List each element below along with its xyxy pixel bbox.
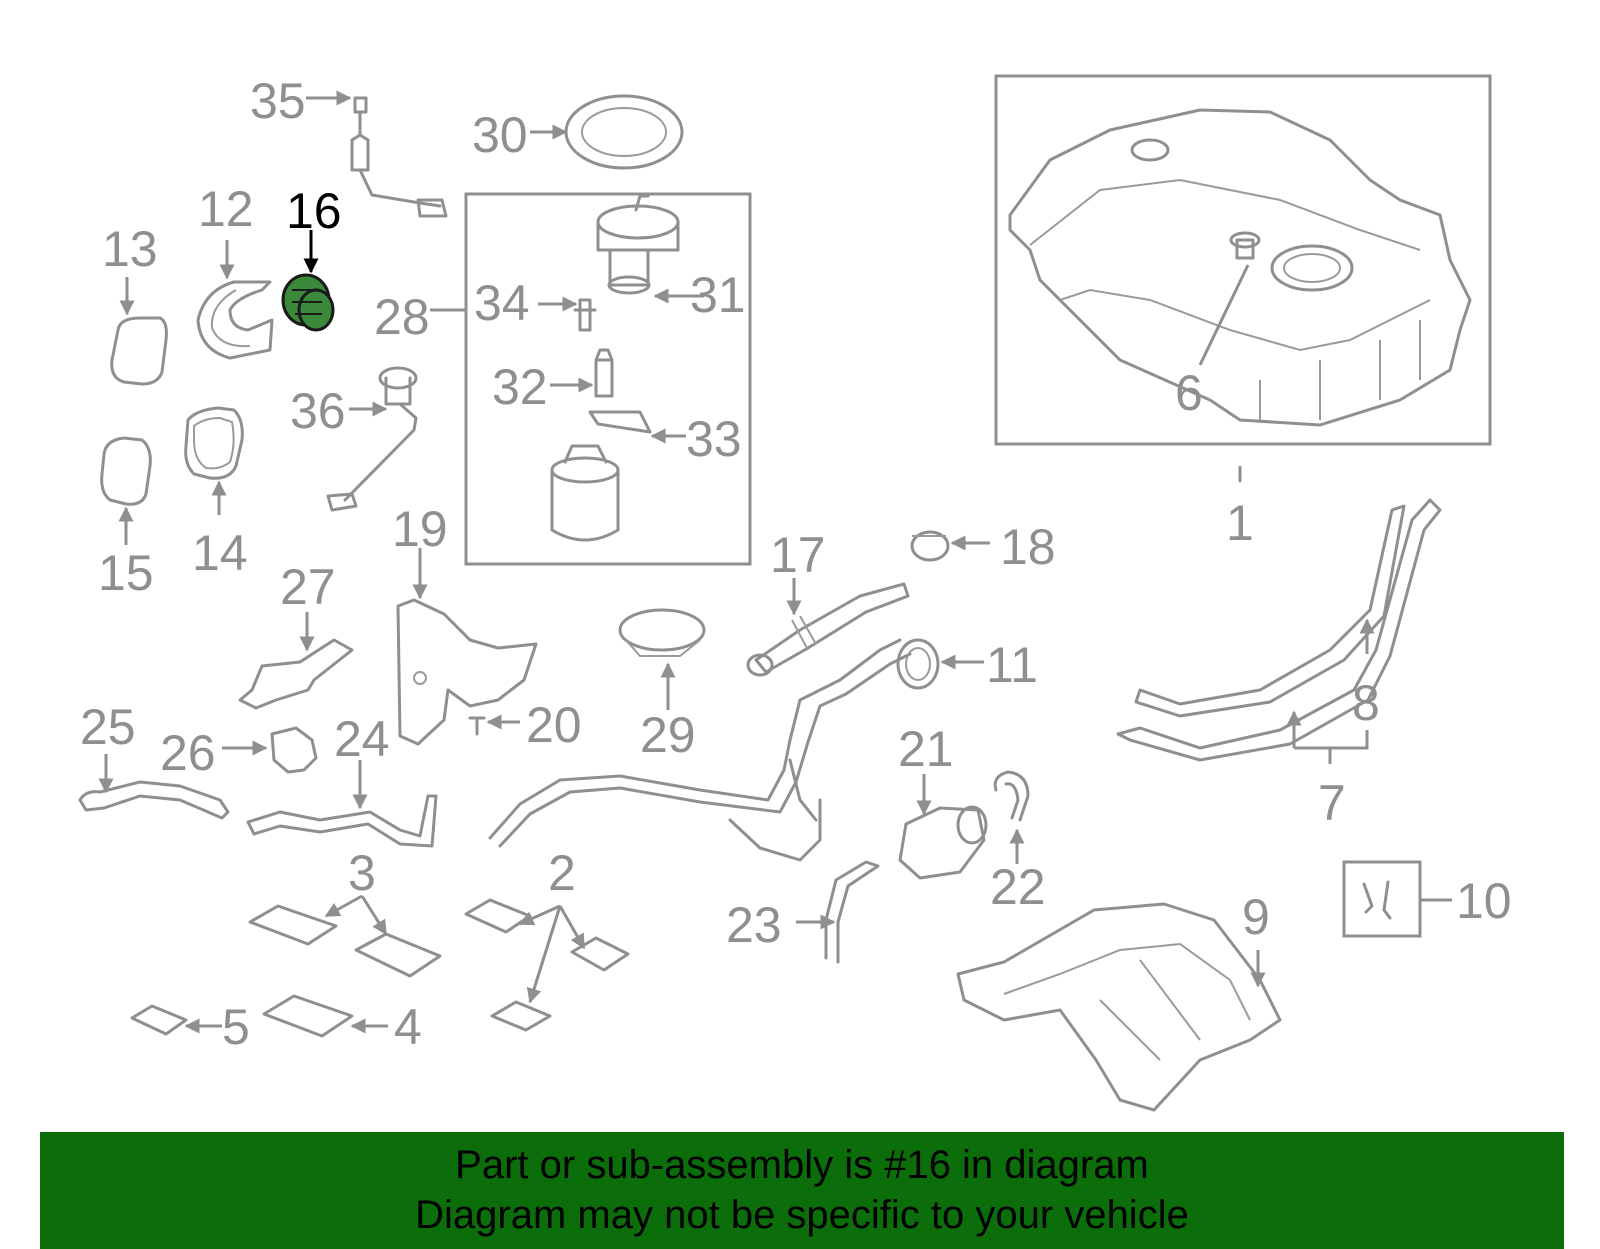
label-30: 30 <box>472 107 528 163</box>
label-12: 12 <box>198 181 254 237</box>
part-number-labels: 35 30 16 12 13 28 34 31 32 33 36 14 15 6… <box>80 73 1512 1055</box>
canister-21-hoses-22-23[interactable] <box>796 770 1030 964</box>
label-33: 33 <box>686 411 742 467</box>
brackets-19-20-27[interactable] <box>238 548 538 746</box>
fuel-level-sender-36[interactable] <box>326 366 418 512</box>
label-26: 26 <box>160 725 216 781</box>
label-35: 35 <box>250 73 306 129</box>
label-13: 13 <box>102 221 158 277</box>
label-17: 17 <box>770 527 826 583</box>
label-36: 36 <box>290 383 346 439</box>
fuel-cap-16-highlighted[interactable] <box>281 230 335 332</box>
filler-parts-12-15[interactable] <box>100 240 274 545</box>
label-11: 11 <box>986 637 1038 693</box>
label-8: 8 <box>1352 675 1380 731</box>
tank-straps-7-8[interactable] <box>1116 498 1442 764</box>
banner-line-1: Part or sub-assembly is #16 in diagram <box>455 1143 1149 1187</box>
filler-pipe-11[interactable] <box>488 638 984 862</box>
label-22: 22 <box>990 859 1046 915</box>
gasket-30[interactable] <box>530 94 684 170</box>
sender-harness-35[interactable] <box>306 90 448 218</box>
label-29: 29 <box>640 707 696 763</box>
fuel-pump-module-group[interactable] <box>430 192 752 566</box>
label-24: 24 <box>334 711 390 767</box>
label-27: 27 <box>280 559 336 615</box>
label-9: 9 <box>1242 889 1270 945</box>
label-28: 28 <box>374 289 430 345</box>
label-14: 14 <box>192 525 248 581</box>
label-2: 2 <box>548 845 576 901</box>
clips-10[interactable] <box>1342 860 1452 938</box>
label-5: 5 <box>222 999 250 1055</box>
label-32: 32 <box>492 359 548 415</box>
label-23: 23 <box>726 897 782 953</box>
label-7: 7 <box>1318 775 1346 831</box>
heat-shield-9[interactable] <box>956 902 1282 1112</box>
label-15: 15 <box>98 545 154 601</box>
label-20: 20 <box>526 697 582 753</box>
label-1: 1 <box>1226 495 1254 551</box>
label-21: 21 <box>898 721 954 777</box>
label-3: 3 <box>348 845 376 901</box>
label-25: 25 <box>80 699 136 755</box>
label-6: 6 <box>1175 365 1203 421</box>
label-16: 16 <box>286 183 342 239</box>
filler-hose-17-clamp-18[interactable] <box>746 530 990 677</box>
label-10: 10 <box>1456 873 1512 929</box>
parts-diagram: 35 30 16 12 13 28 34 31 32 33 36 14 15 6… <box>78 73 1512 1112</box>
label-18: 18 <box>1000 519 1056 575</box>
label-4: 4 <box>394 999 422 1055</box>
label-34: 34 <box>474 275 530 331</box>
banner-line-2: Diagram may not be specific to your vehi… <box>415 1193 1189 1237</box>
lock-ring-29[interactable] <box>618 608 706 710</box>
insulator-pads-2-5[interactable] <box>130 894 630 1038</box>
label-31: 31 <box>690 267 746 323</box>
label-19: 19 <box>392 501 448 557</box>
fuel-tank-group[interactable] <box>994 74 1492 482</box>
hoses-24-25-26[interactable] <box>78 726 438 848</box>
info-banner: Part or sub-assembly is #16 in diagram D… <box>40 1132 1564 1249</box>
